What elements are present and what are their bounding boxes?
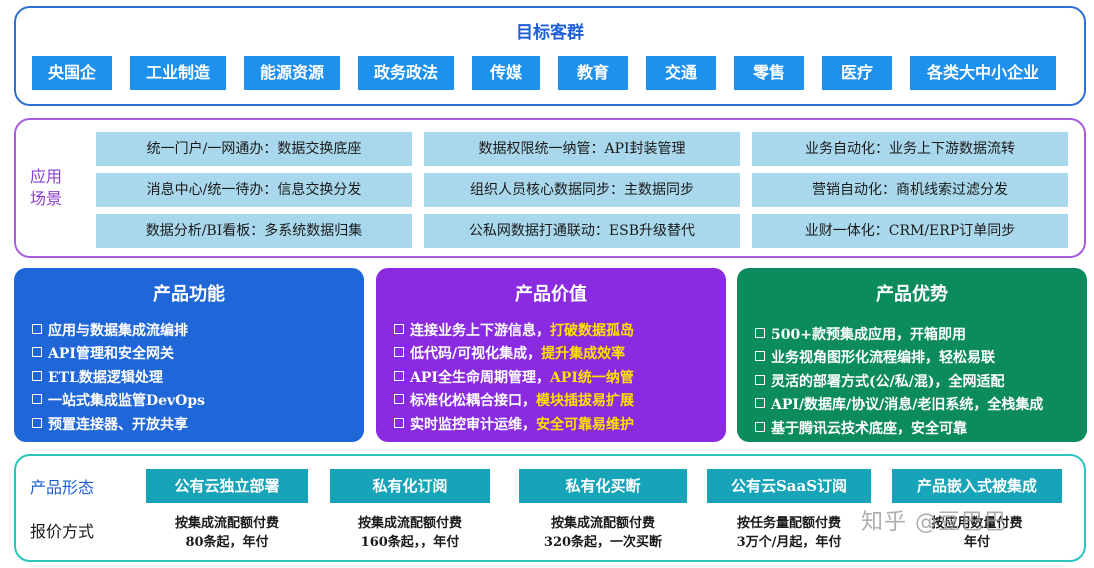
advantage-item: API/数据库/协议/消息/老旧系统，全栈集成 [755, 394, 1087, 417]
scenario-item: 业务自动化：业务上下游数据流转 [752, 132, 1068, 166]
checkbox-icon [32, 347, 42, 358]
scenarios-title: 应用场景 [30, 167, 63, 208]
scenario-item: 消息中心/统一待办：信息交换分发 [96, 173, 412, 207]
scenario-item: 数据权限统一纳管：API封装管理 [424, 132, 740, 166]
customer-tag: 央国企 [32, 56, 112, 90]
advantage-item: 灵活的部署方式(公/私/混)，全网适配 [755, 371, 1087, 394]
product-functions-box: 产品功能 应用与数据集成流编排 API管理和安全网关 ETL数据逻辑处理 一站式… [14, 268, 364, 442]
scenario-grid: 统一门户/一网通办：数据交换底座 数据权限统一纳管：API封装管理 业务自动化：… [96, 132, 1068, 248]
form-tag: 产品嵌入式被集成 [892, 469, 1062, 503]
checkbox-icon [394, 394, 404, 405]
value-item: 标准化松耦合接口，模块插拔易扩展 [394, 390, 726, 413]
checkbox-icon [755, 374, 765, 385]
function-item: 应用与数据集成流编排 [32, 320, 364, 343]
form-tag: 私有化买断 [519, 469, 687, 503]
product-forms-label: 产品形态 [30, 478, 95, 497]
function-item: 预置连接器、开放共享 [32, 414, 364, 437]
pricing-label: 报价方式 [30, 522, 95, 541]
value-item: 实时监控审计运维，安全可靠易维护 [394, 414, 726, 437]
checkbox-icon [32, 417, 42, 428]
function-item: 一站式集成监管DevOps [32, 390, 364, 413]
customer-tag: 工业制造 [130, 56, 226, 90]
value-item: 低代码/可视化集成，提升集成效率 [394, 343, 726, 366]
price-text: 按应用数量付费年付 [931, 516, 1023, 550]
scenario-item: 营销自动化：商机线索过滤分发 [752, 173, 1068, 207]
scenario-item: 公私网数据打通联动：ESB升级替代 [424, 214, 740, 248]
advantage-item: 基于腾讯云技术底座，安全可靠 [755, 418, 1087, 441]
checkbox-icon [394, 324, 404, 334]
customer-tag: 医疗 [822, 56, 892, 90]
scenario-item: 数据分析/BI看板：多系统数据归集 [96, 214, 412, 248]
customer-tag: 零售 [734, 56, 804, 90]
checkbox-icon [32, 394, 42, 405]
scenario-item: 组织人员核心数据同步：主数据同步 [424, 173, 740, 207]
checkbox-icon [32, 370, 42, 381]
target-customers-panel: 目标客群 央国企 工业制造 能源资源 政务政法 传媒 教育 交通 零售 医疗 各… [14, 6, 1086, 106]
product-value-box: 产品价值 连接业务上下游信息，打破数据孤岛 低代码/可视化集成，提升集成效率 A… [376, 268, 726, 442]
checkbox-icon [755, 398, 765, 409]
customer-tag: 传媒 [472, 56, 540, 90]
scenario-item: 业财一体化：CRM/ERP订单同步 [752, 214, 1068, 248]
advantage-list: 500+款预集成应用，开箱即用 业务视角图形化流程编排，轻松易联 灵活的部署方式… [737, 324, 1087, 441]
checkbox-icon [394, 370, 404, 381]
application-scenarios-panel: 应用场景 统一门户/一网通办：数据交换底座 数据权限统一纳管：API封装管理 业… [14, 118, 1086, 258]
value-item: API全生命周期管理，API统一纳管 [394, 367, 726, 390]
customer-tag: 交通 [646, 56, 716, 90]
function-list: 应用与数据集成流编排 API管理和安全网关 ETL数据逻辑处理 一站式集成监管D… [14, 320, 364, 437]
checkbox-icon [394, 417, 404, 428]
customer-tag: 能源资源 [244, 56, 340, 90]
value-item: 连接业务上下游信息，打破数据孤岛 [394, 320, 726, 343]
product-functions-title: 产品功能 [153, 284, 225, 305]
form-tag: 私有化订阅 [330, 469, 490, 503]
product-value-title: 产品价值 [515, 284, 587, 305]
checkbox-icon [394, 347, 404, 358]
form-tag: 公有云独立部署 [146, 469, 308, 503]
customer-tag: 教育 [558, 56, 628, 90]
function-item: ETL数据逻辑处理 [32, 367, 364, 390]
checkbox-icon [755, 421, 765, 432]
target-customers-title: 目标客群 [516, 23, 584, 43]
watermark-text: 知乎 @豆巴巴 [861, 510, 1007, 535]
checkbox-icon [755, 351, 765, 362]
product-advantages-box: 产品优势 500+款预集成应用，开箱即用 业务视角图形化流程编排，轻松易联 灵活… [737, 268, 1087, 442]
customer-tag: 政务政法 [358, 56, 454, 90]
advantage-item: 业务视角图形化流程编排，轻松易联 [755, 347, 1087, 370]
checkbox-icon [32, 324, 42, 334]
function-item: API管理和安全网关 [32, 343, 364, 366]
product-forms-panel: 产品形态 报价方式 公有云独立部署 私有化订阅 私有化买断 公有云SaaS订阅 … [14, 454, 1086, 562]
value-list: 连接业务上下游信息，打破数据孤岛 低代码/可视化集成，提升集成效率 API全生命… [376, 320, 726, 437]
customer-tag: 各类大中小企业 [910, 56, 1056, 90]
product-advantages-title: 产品优势 [876, 284, 948, 305]
form-tag: 公有云SaaS订阅 [707, 469, 871, 503]
advantage-item: 500+款预集成应用，开箱即用 [755, 324, 1087, 347]
checkbox-icon [755, 328, 765, 338]
customer-list: 央国企 工业制造 能源资源 政务政法 传媒 教育 交通 零售 医疗 各类大中小企… [32, 56, 1056, 90]
scenario-item: 统一门户/一网通办：数据交换底座 [96, 132, 412, 166]
